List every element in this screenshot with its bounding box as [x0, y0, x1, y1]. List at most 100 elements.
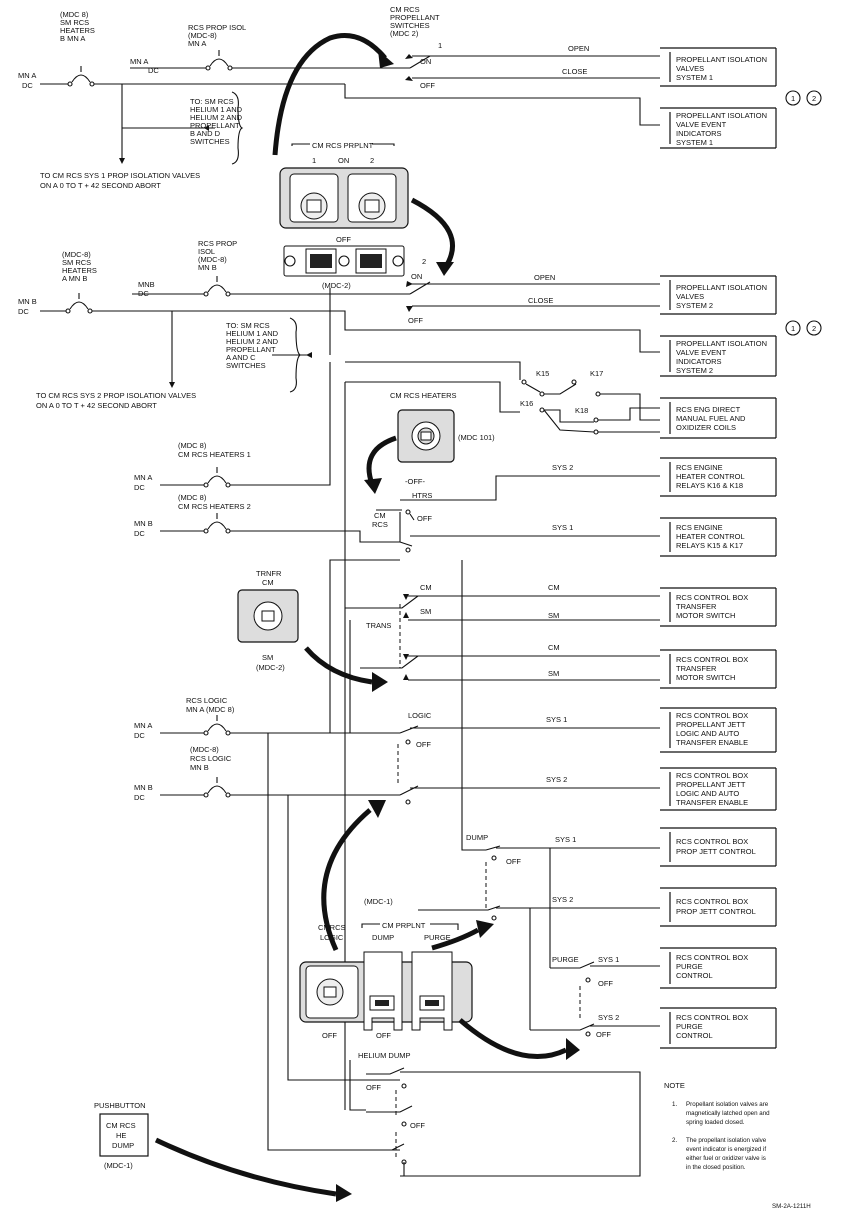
- diagram-label: RCS LOGIC: [190, 754, 232, 763]
- diagram-label: CM: [374, 511, 386, 520]
- diagram-label: SYSTEM 2: [676, 301, 713, 310]
- diagram-label: TO: SM RCS: [226, 321, 270, 330]
- diagram-label: 1: [791, 94, 795, 103]
- diagram-label: MOTOR SWITCH: [676, 611, 735, 620]
- figure-id: SM-2A-1211H: [772, 1203, 811, 1210]
- diagram-label: HELIUM 1 AND: [226, 329, 279, 338]
- diagram-label: K18: [575, 406, 588, 415]
- diagram-label: OFF: [416, 740, 431, 749]
- box-transfer-motor-1: RCS CONTROL BOX TRANSFER MOTOR SWITCH: [660, 587, 777, 627]
- diagram-label: RELAYS K15 & K17: [676, 541, 743, 550]
- diagram-label: DC: [134, 529, 145, 538]
- diagram-label: ISOL: [198, 247, 215, 256]
- diagram-label: CM: [548, 643, 560, 652]
- diagram-label: RCS CONTROL BOX: [676, 771, 748, 780]
- diagram-label: OFF: [417, 514, 432, 523]
- box-prop-isol-valves-2: PROPELLANT ISOLATION VALVES SYSTEM 2: [660, 275, 777, 315]
- helium-dump-switch: HELIUM DUMP OFF OFF: [349, 1051, 641, 1177]
- diagram-label: DUMP: [112, 1141, 134, 1150]
- diagram-label: SWITCHES: [190, 137, 230, 146]
- diagram-label: VALVES: [676, 64, 704, 73]
- note-to-cm-1: TO CM RCS SYS 1 PROP ISOLATION VALVES ON…: [40, 171, 200, 190]
- note-to-cm-2: TO CM RCS SYS 2 PROP ISOLATION VALVES ON…: [36, 391, 196, 410]
- mn-b-label: MN B: [18, 297, 37, 306]
- diagram-label: PURGE: [552, 955, 579, 964]
- box-jett-control-1: RCS CONTROL BOX PROP JETT CONTROL: [660, 827, 777, 867]
- diagram-label: SWITCHES: [390, 21, 430, 30]
- pushbutton-he-dump: PUSHBUTTON CM RCS HE DUMP (MDC-1): [94, 1101, 149, 1170]
- diagram-label: event indicator is energized if: [686, 1146, 766, 1153]
- diagram-label: RCS CONTROL BOX: [676, 711, 748, 720]
- diagram-label: SWITCHES: [226, 361, 266, 370]
- diagram-label: RCS CONTROL BOX: [676, 593, 748, 602]
- diagram-label: CM: [262, 578, 274, 587]
- diagram-label: RCS CONTROL BOX: [676, 897, 748, 906]
- diagram-label: K17: [590, 369, 603, 378]
- diagram-label: ON A 0 TO T + 42 SECOND ABORT: [36, 401, 157, 410]
- box-direct-coils: RCS ENG DIRECT MANUAL FUEL AND OXIDIZER …: [660, 397, 777, 439]
- note-block: NOTE 1. Propellant isolation valves are …: [664, 1081, 770, 1171]
- purge-switch: PURGE SYS 1 OFF SYS 2 OFF: [530, 955, 660, 1039]
- diagram-label: RCS CONTROL BOX: [676, 837, 748, 846]
- diagram-label: CONTROL: [676, 1031, 713, 1040]
- diagram-label: SYSTEM 1: [676, 73, 713, 82]
- prop-switch-2: 2 ON OFF OPEN CLOSE: [406, 257, 660, 325]
- diagram-label: DC: [134, 483, 145, 492]
- diagram-label: B AND D: [190, 129, 221, 138]
- diagram-label: INDICATORS: [676, 357, 722, 366]
- diagram-label: RELAYS K16 & K18: [676, 481, 743, 490]
- box-event-indicators-1: PROPELLANT ISOLATION VALVE EVENT INDICAT…: [660, 107, 777, 149]
- diagram-label: in the closed position.: [686, 1164, 746, 1171]
- diagram-label: TRANSFER: [676, 602, 717, 611]
- diagram-label: SYS 2: [598, 1013, 619, 1022]
- diagram-label: DC: [134, 731, 145, 740]
- diagram-label: (MDC-8): [62, 250, 91, 259]
- box-jett-logic-1: RCS CONTROL BOX PROPELLANT JETT LOGIC AN…: [660, 707, 777, 753]
- diagram-label: MN B: [190, 763, 209, 772]
- diagram-label: HELIUM 2 AND: [190, 113, 243, 122]
- diagram-label: RCS CONTROL BOX: [676, 1013, 748, 1022]
- diagram-label: 2: [370, 156, 374, 165]
- diagram-label: TO CM RCS SYS 2 PROP ISOLATION VALVES: [36, 391, 196, 400]
- diagram-label: NOTE: [664, 1081, 685, 1090]
- diagram-label: RCS LOGIC: [186, 696, 228, 705]
- diagram-label: ON: [420, 57, 431, 66]
- box-prop-isol-valves-1: PROPELLANT ISOLATION VALVES SYSTEM 1: [660, 47, 777, 87]
- box-jett-control-2: RCS CONTROL BOX PROP JETT CONTROL: [660, 887, 777, 927]
- diagram-label: 2: [812, 324, 816, 333]
- diagram-label: either fuel or oxidizer valve is: [686, 1155, 766, 1162]
- diagram-label: CM RCS PRPLNT: [312, 141, 374, 150]
- diagram-label: PROPELLANT JETT: [676, 720, 746, 729]
- diagram-label: RCS: [372, 520, 388, 529]
- diagram-label: ON: [338, 156, 349, 165]
- diagram-label: PROPELLANT ISOLATION: [676, 339, 767, 348]
- diagram-label: HELIUM 1 AND: [190, 105, 243, 114]
- diagram-label: MN A: [134, 721, 152, 730]
- diagram-label: (MDC-2): [322, 281, 351, 290]
- diagram-label: PROPELLANT ISOLATION: [676, 111, 767, 120]
- diagram-label: PROP JETT CONTROL: [676, 847, 756, 856]
- diagram-label: K15: [536, 369, 549, 378]
- diagram-label: (MDC 2): [390, 29, 419, 38]
- diagram-label: SYS 1: [552, 523, 573, 532]
- diagram-label: 2: [812, 94, 816, 103]
- diagram-label: 1.: [672, 1101, 677, 1108]
- diagram-label: The propellant isolation valve: [686, 1137, 767, 1144]
- diagram-label: SYS 1: [546, 715, 567, 724]
- diagram-label: OFF: [336, 235, 351, 244]
- diagram-label: DC: [18, 307, 29, 316]
- diagram-label: SYSTEM 1: [676, 138, 713, 147]
- diagram-label: CM RCS: [390, 5, 420, 14]
- logic-switch: LOGIC OFF SYS 1 SYS 2: [397, 711, 660, 805]
- breaker-label: SM RCS: [60, 18, 89, 27]
- diagram-label: DC: [148, 66, 159, 75]
- diagram-label: ON: [411, 272, 422, 281]
- diagram-label: PURGE: [676, 1022, 703, 1031]
- circle-refs-2: 1 2: [785, 320, 822, 336]
- circle-refs-1: 1 2: [785, 90, 822, 106]
- box-event-indicators-2: PROPELLANT ISOLATION VALVE EVENT INDICAT…: [660, 335, 777, 377]
- diagram-label: INDICATORS: [676, 129, 722, 138]
- diagram-label: DUMP: [466, 833, 488, 842]
- diagram-label: TRANSFER ENABLE: [676, 738, 748, 747]
- diagram-label: RCS CONTROL BOX: [676, 953, 748, 962]
